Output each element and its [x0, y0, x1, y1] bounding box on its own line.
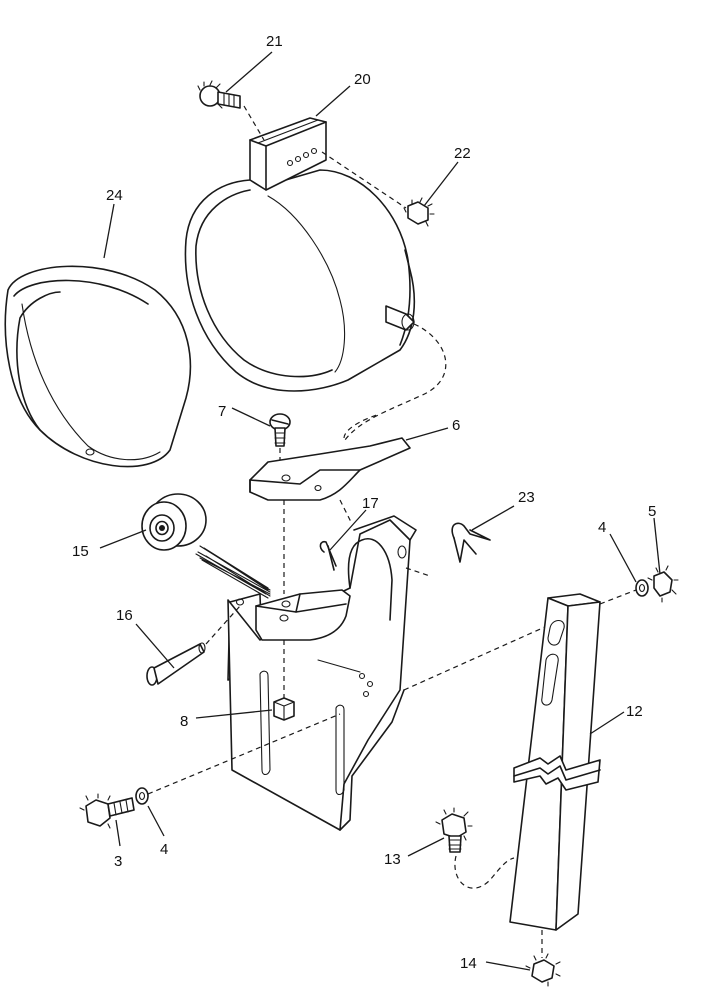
washer-4b-part	[135, 787, 149, 805]
brush-bristles	[195, 545, 271, 599]
bolt-13-part	[435, 807, 473, 853]
bracket-6-part	[249, 437, 411, 501]
screw-7-part	[269, 413, 291, 447]
callout-16: 16	[116, 607, 133, 624]
callout-8: 8	[180, 713, 188, 730]
clamp-band-part	[184, 117, 416, 392]
callout-14: 14	[460, 955, 477, 972]
wheel-15-part	[141, 493, 207, 551]
callout-5: 5	[648, 503, 656, 520]
callout-22: 22	[454, 145, 471, 162]
callout-17: 17	[362, 495, 379, 512]
nut-5-part	[647, 565, 679, 603]
callout-20: 20	[354, 71, 371, 88]
main-bracket-body	[227, 515, 417, 831]
callout-12: 12	[626, 703, 643, 720]
bolt-3-part	[79, 793, 135, 829]
callout-6: 6	[452, 417, 460, 434]
long-bolt-16-part	[146, 642, 206, 686]
callout-21: 21	[266, 33, 283, 50]
callout-4-upper: 4	[598, 519, 606, 536]
bolt-21-part	[197, 80, 241, 109]
band-ring-part	[4, 265, 192, 468]
nut-22-part	[403, 197, 435, 227]
callout-7: 7	[218, 403, 226, 420]
leader-lines	[99, 51, 661, 971]
callout-3: 3	[114, 853, 122, 870]
pin-17-part	[319, 540, 337, 571]
hex-nut-8-part	[273, 697, 295, 721]
post-12-part	[509, 593, 601, 931]
callout-24: 24	[106, 187, 123, 204]
hairpin-clip-23-part	[451, 522, 491, 563]
nut-14-part	[525, 953, 561, 987]
washer-4a-part	[635, 579, 649, 597]
callout-labels: 21 20 22 24 7 6 23 17 15 4 5 16 12 8 3 4…	[72, 33, 656, 972]
callout-13: 13	[384, 851, 401, 868]
callout-15: 15	[72, 543, 89, 560]
callout-4-lower: 4	[160, 841, 168, 858]
callout-23: 23	[518, 489, 535, 506]
